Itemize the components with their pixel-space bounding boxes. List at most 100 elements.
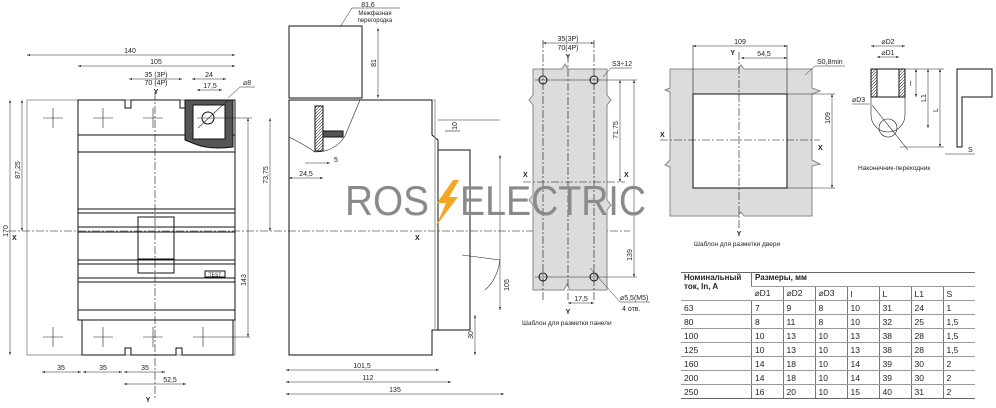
bottom-terminal-cover <box>81 320 234 356</box>
dim-17-5: 17,5 <box>203 83 217 90</box>
dim-bolt-diameter: ⌀8 <box>243 80 251 87</box>
partition-label-2: перегородка <box>358 18 393 24</box>
dim-24: 24 <box>205 72 213 79</box>
cell-dimension: 1 <box>942 300 975 315</box>
cell-dimension: 13 <box>846 328 879 343</box>
axis-x-label: X <box>12 235 17 242</box>
dim-bottom-35-1: 35 <box>57 365 65 372</box>
dim-81-6: 81,6 <box>361 2 375 9</box>
cell-dimension: 28 <box>910 328 943 343</box>
terminal-adapter: ⌀D2 ⌀D1 ⌀D3 l L1 L S Наконечник-переходн… <box>852 39 993 172</box>
panel-dim-4p: 70(4P) <box>557 45 578 52</box>
panel-thickness: S3÷12 <box>612 61 632 68</box>
watermark-ros: ROS <box>345 177 429 224</box>
cell-current: 63 <box>681 300 752 315</box>
panel-dim-17-5: 17,5 <box>574 296 588 303</box>
col-header: L1 <box>910 286 943 301</box>
dim-bottom-35-2: 35 <box>99 365 107 372</box>
panel-dim-3p: 35(3P) <box>557 36 578 43</box>
dim-143: 143 <box>241 274 248 286</box>
door-thickness: S0,8min <box>817 59 843 66</box>
cell-dimension: 8 <box>814 300 847 315</box>
header-current-line1: Номинальный <box>684 273 742 282</box>
cell-dimension: 18 <box>782 370 815 385</box>
terminal-l: l <box>910 81 912 88</box>
door-template: 109 54,5 Y S0,8min 109 X X Y Шаблон для … <box>660 39 845 248</box>
panel-dim-71-75: 71,75 <box>613 121 620 139</box>
dim-101-5: 101,5 <box>353 363 371 370</box>
side-terminal-hatch <box>314 105 324 152</box>
terminal-d1: ⌀D1 <box>881 50 894 57</box>
cell-dimension: 14 <box>846 356 879 371</box>
cell-dimension: 1,5 <box>942 342 975 357</box>
cell-dimension: 38 <box>878 328 911 343</box>
cell-dimension: 40 <box>878 384 911 399</box>
col-header: S <box>942 286 975 301</box>
dim-87-25: 87,25 <box>15 161 22 179</box>
dim-24-5: 24,5 <box>299 171 313 178</box>
col-header: ⌀D3 <box>814 286 847 301</box>
door-dim-109-width: 109 <box>734 39 746 46</box>
cell-dimension: 10 <box>814 342 847 357</box>
partition-label-1: Межфазная <box>358 11 391 17</box>
cell-dimension: 2 <box>942 356 975 371</box>
col-header: l <box>846 286 879 301</box>
rosselectric-watermark: ROS ELECTRIC <box>345 177 646 226</box>
cell-current: 125 <box>681 342 752 357</box>
dim-bottom-35-3: 35 <box>141 365 149 372</box>
cell-dimension: 25 <box>910 314 943 329</box>
panel-dim-139: 139 <box>627 249 634 261</box>
door-dim-54-5: 54,5 <box>757 51 771 58</box>
mounting-hole-marks <box>43 108 250 347</box>
door-axis-x-left: X <box>660 132 665 139</box>
cell-dimension: 1,5 <box>942 328 975 343</box>
cell-dimension: 10 <box>814 384 847 399</box>
cell-dimension: 2 <box>942 370 975 385</box>
cell-dimension: 39 <box>878 356 911 371</box>
axis-y-label-bottom: Y <box>146 397 151 404</box>
front-view: TEST 140 105 35 (3P) 70 (4P) Y 24 17,5 ⌀… <box>3 48 630 404</box>
panel-template-caption: Шаблон для разметки панели <box>522 319 612 327</box>
terminal-d2: ⌀D2 <box>881 39 894 46</box>
dim-30: 30 <box>468 331 475 339</box>
terminal-s: S <box>968 147 973 154</box>
cell-dimension: 38 <box>878 342 911 357</box>
dim-pole-4p: 70 (4P) <box>145 80 168 87</box>
cell-dimension: 10 <box>846 300 879 315</box>
top-terminal-cover <box>77 99 236 136</box>
cell-dimension: 10 <box>751 328 783 343</box>
cell-dimension: 7 <box>751 300 783 315</box>
axis-y-label-top: Y <box>154 89 159 96</box>
cell-dimension: 30 <box>910 356 943 371</box>
dim-170: 170 <box>3 225 10 237</box>
door-cutout <box>692 93 788 189</box>
col-header: L <box>878 286 911 301</box>
cell-dimension: 18 <box>782 356 815 371</box>
cell-dimension: 30 <box>910 370 943 385</box>
panel-hole-count: 4 отв. <box>622 306 641 313</box>
cell-current: 80 <box>681 314 752 329</box>
lightning-bolt-icon <box>436 180 459 226</box>
cell-dimension: 10 <box>846 314 879 329</box>
cell-dimension: 15 <box>846 384 879 399</box>
terminal-d3: ⌀D3 <box>852 97 865 104</box>
cell-dimension: 14 <box>751 370 783 385</box>
cell-dimension: 10 <box>751 342 783 357</box>
door-axis-x-right: X <box>818 145 823 152</box>
cell-current: 160 <box>681 356 752 371</box>
panel-hole-label: ⌀5,5(M5) <box>620 295 648 302</box>
cell-dimension: 8 <box>814 314 847 329</box>
test-label: TEST <box>209 273 222 279</box>
cell-current: 250 <box>681 384 752 399</box>
cell-dimension: 14 <box>751 356 783 371</box>
phase-partition <box>288 25 363 99</box>
